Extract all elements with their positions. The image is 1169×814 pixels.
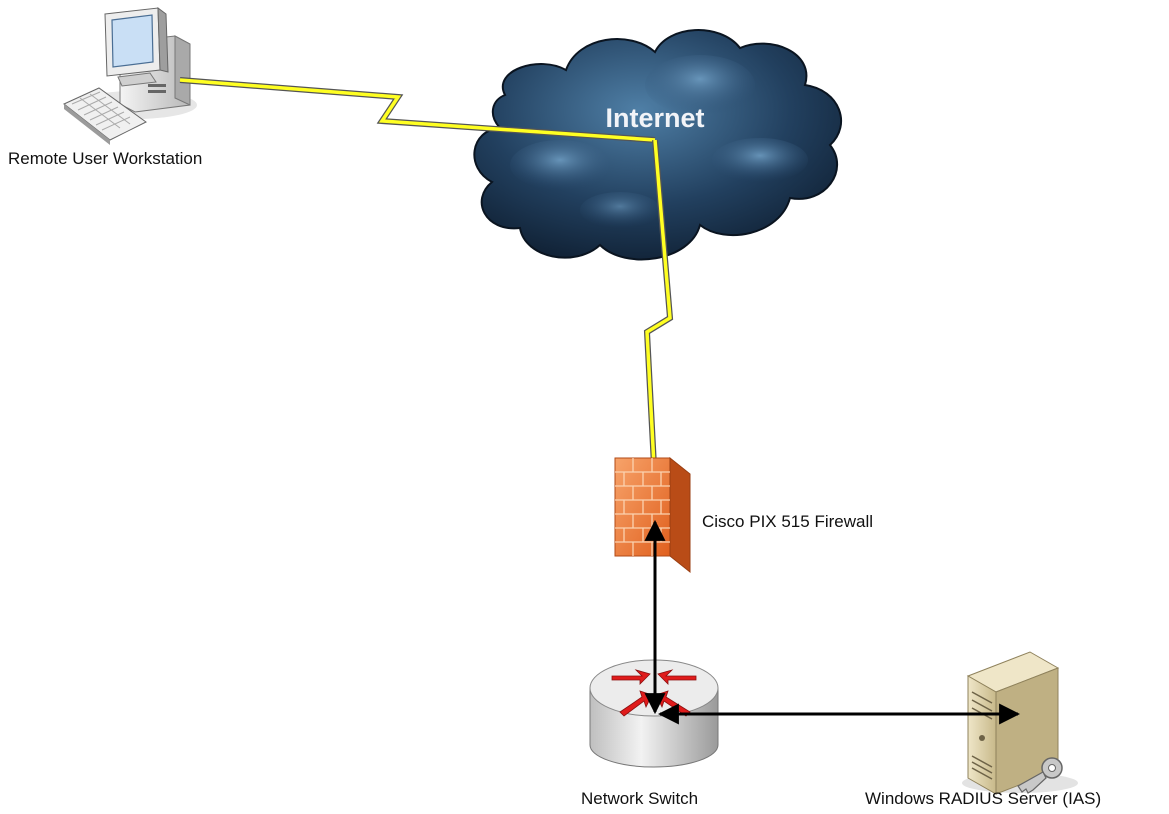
switch-label: Network Switch xyxy=(581,789,699,808)
server-label: Windows RADIUS Server (IAS) xyxy=(865,789,1102,808)
workstation-label: Remote User Workstation xyxy=(8,149,203,168)
workstation-icon xyxy=(63,6,197,145)
internet-label: Internet xyxy=(605,103,704,133)
wan-link-internet-firewall xyxy=(643,139,674,486)
key-icon xyxy=(1017,757,1063,794)
firewall-label: Cisco PIX 515 Firewall xyxy=(702,512,874,531)
firewall-icon xyxy=(614,456,691,574)
wan-link-workstation-internet xyxy=(179,77,656,143)
radius-server-icon xyxy=(962,651,1078,795)
